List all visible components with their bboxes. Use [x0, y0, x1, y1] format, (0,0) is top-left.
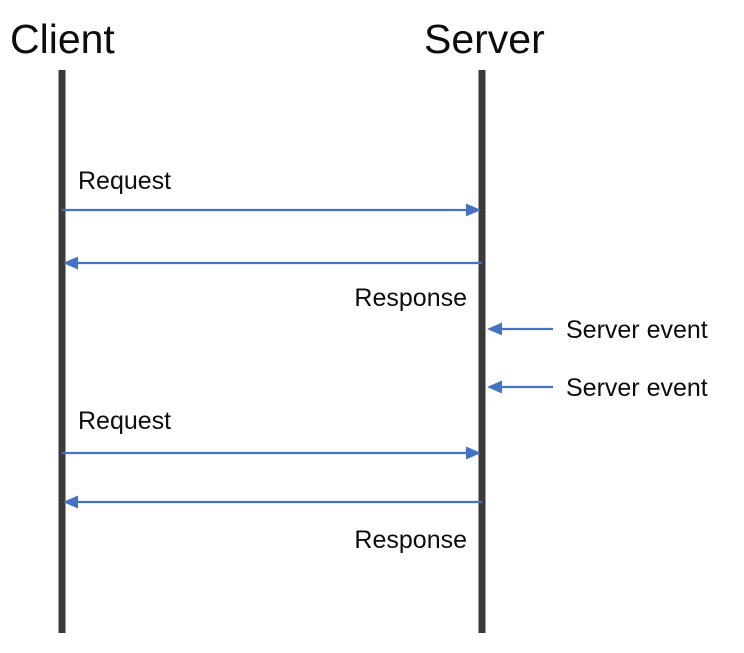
message-server-event-2: Server event — [487, 374, 708, 402]
lifeline-client — [58, 70, 66, 633]
message-server-event-1: Server event — [487, 316, 708, 344]
arrow-head-left-response-2 — [63, 495, 78, 509]
message-label-response-2: Response — [354, 526, 467, 554]
participant-label-server: Server — [424, 16, 545, 62]
message-label-server-event-2: Server event — [566, 374, 708, 402]
message-response-2: Response — [63, 495, 482, 554]
message-label-response-1: Response — [354, 284, 467, 312]
message-response-1: Response — [63, 256, 482, 312]
arrow-head-left-server-event-2 — [487, 380, 502, 394]
arrow-head-left-response-1 — [63, 256, 78, 270]
lifeline-server — [478, 70, 486, 633]
arrow-head-right-request-1 — [466, 203, 481, 217]
arrow-head-left-server-event-1 — [487, 322, 502, 336]
participant-label-client: Client — [10, 16, 115, 62]
message-label-server-event-1: Server event — [566, 316, 708, 344]
message-label-request-1: Request — [78, 167, 171, 195]
arrow-head-right-request-2 — [466, 446, 481, 460]
message-request-1: Request — [62, 167, 481, 217]
message-label-request-2: Request — [78, 407, 171, 435]
message-request-2: Request — [62, 407, 481, 460]
